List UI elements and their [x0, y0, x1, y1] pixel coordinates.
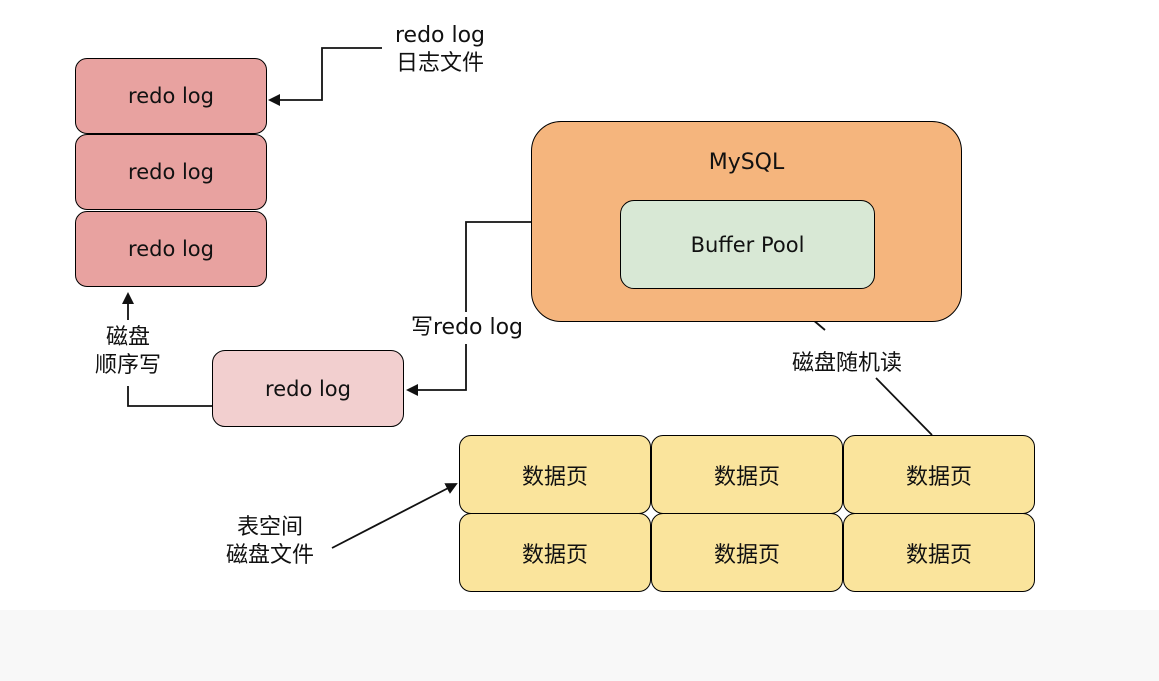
redo-log-block-1: redo log	[75, 58, 267, 134]
write-redo-arrow-head	[406, 344, 467, 396]
write-redo-label: 写redo log	[410, 315, 524, 340]
data-page: 数据页	[459, 513, 651, 592]
data-page: 数据页	[651, 513, 843, 592]
redo-log-file-label-line1: redo log	[394, 23, 486, 48]
bottom-band	[0, 610, 1159, 681]
sequential-write-arrow	[127, 386, 212, 407]
data-page: 数据页	[843, 435, 1035, 514]
sequential-write-label: 磁盘 顺序写	[80, 324, 176, 380]
buffer-pool: Buffer Pool	[620, 200, 875, 289]
tablespace-label: 表空间 磁盘文件	[210, 514, 330, 570]
random-read-arrow-lower	[875, 377, 933, 436]
redo-log-file-label: redo log 日志文件	[380, 22, 500, 78]
random-read-label: 磁盘随机读	[791, 351, 902, 376]
pending-redo-log: redo log	[212, 350, 404, 427]
data-page: 数据页	[843, 513, 1035, 592]
redo-log-file-label-line2: 日志文件	[395, 51, 484, 76]
tablespace-label-line2: 磁盘文件	[225, 543, 314, 568]
sequential-write-label-line1: 磁盘	[105, 325, 150, 350]
data-page: 数据页	[459, 435, 651, 514]
sequential-write-label-line2: 顺序写	[94, 353, 161, 378]
mysql-title: MySQL	[708, 150, 785, 175]
tablespace-arrow	[331, 483, 458, 549]
redo-file-arrow	[268, 47, 382, 106]
redo-log-block-3: redo log	[75, 211, 267, 287]
write-redo-arrow	[465, 221, 531, 312]
tablespace-label-line1: 表空间	[236, 515, 303, 540]
redo-log-block-2: redo log	[75, 134, 267, 210]
data-page: 数据页	[651, 435, 843, 514]
